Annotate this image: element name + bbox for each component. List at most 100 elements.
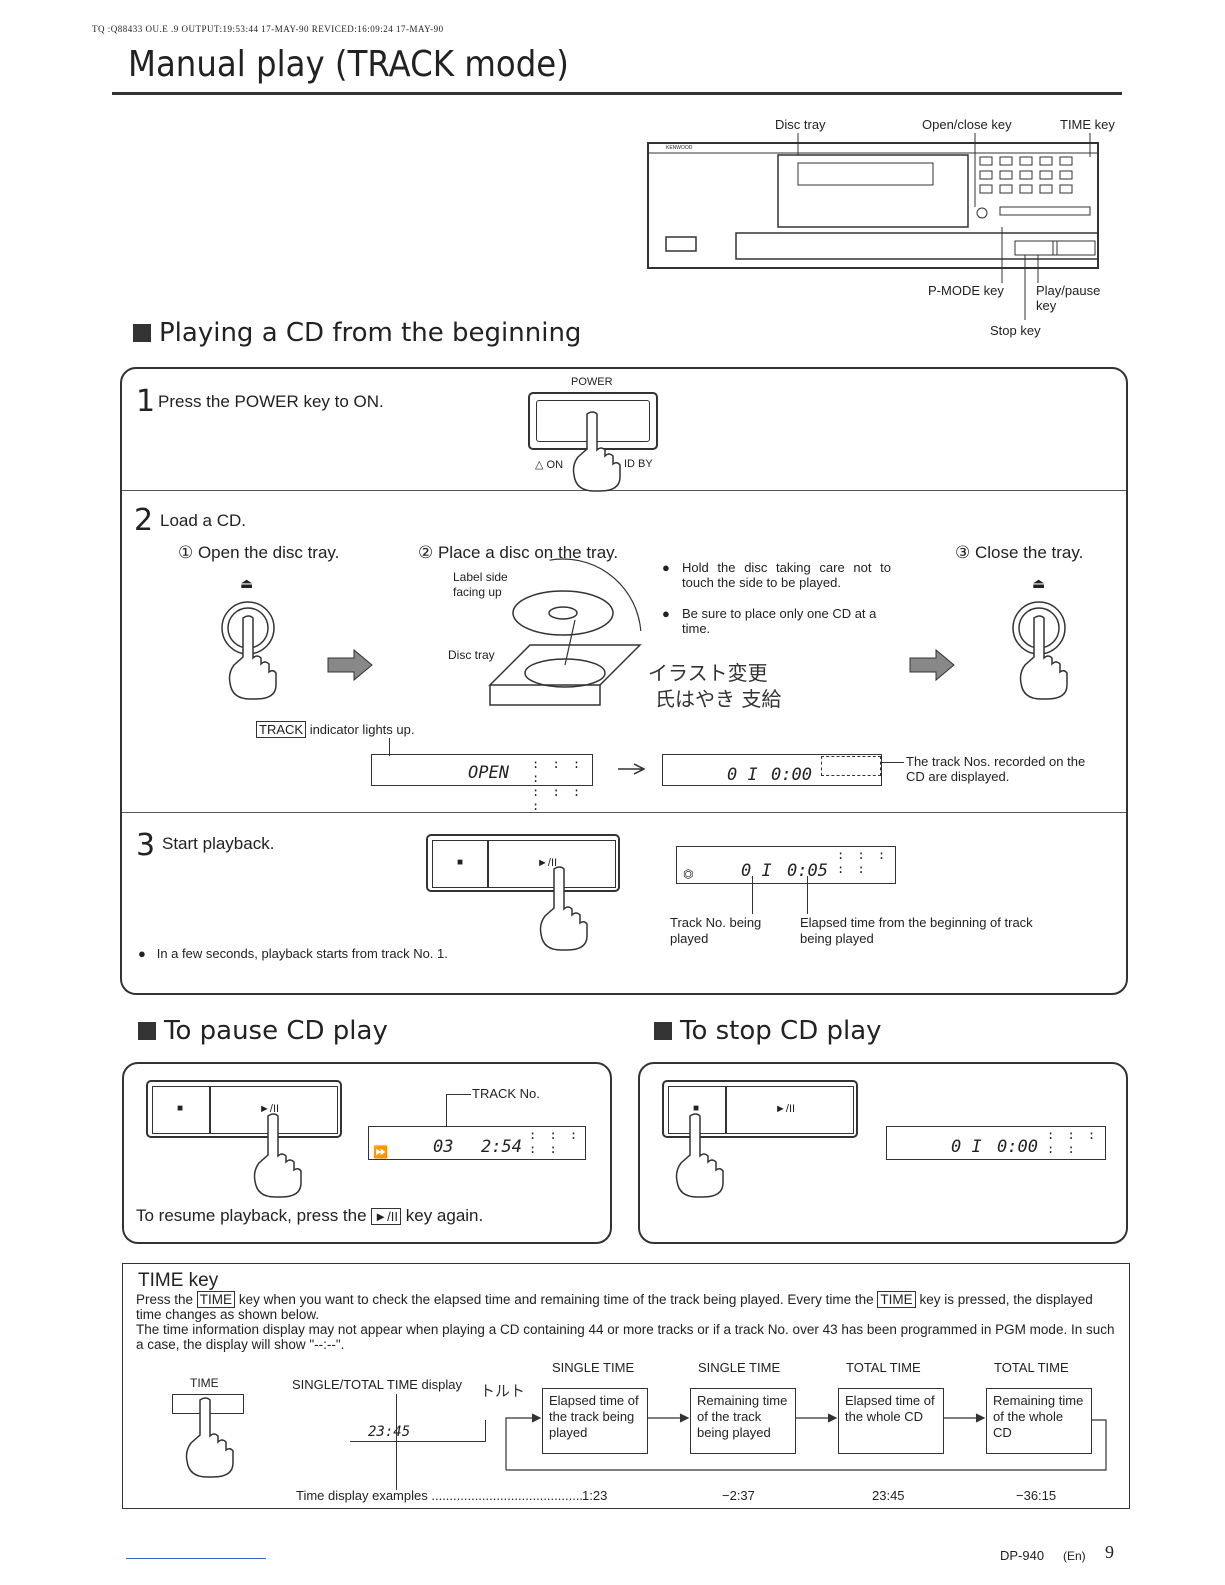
example-3: 23:45 (872, 1488, 905, 1503)
resume-text: To resume playback, press the ►/II key a… (136, 1206, 484, 1225)
pointing-hand-icon-5 (675, 1113, 724, 1198)
disc-tray-note: Disc tray (448, 648, 495, 662)
power-on-label: △ ON (535, 459, 564, 471)
section-bullet-icon (654, 1022, 672, 1040)
track-no-leader (752, 876, 753, 914)
lcd-track-list: 0 I 0:00 (662, 754, 882, 786)
section-stop-title: To stop CD play (680, 1016, 882, 1046)
track-indicator-note: TRACK indicator lights up. (256, 721, 414, 738)
step3-number: 3 (136, 828, 156, 863)
example-4: −36:15 (1016, 1488, 1057, 1503)
stop-key[interactable]: ■ (152, 1086, 210, 1134)
open-close-key-label: Open/close key (922, 117, 1012, 132)
footer-lang: (En) (1063, 1549, 1086, 1563)
indicator-line (389, 738, 390, 756)
play-pause-key[interactable]: ►/II (726, 1086, 854, 1134)
eject-icon-2: ⏏ (1032, 575, 1046, 591)
section-playing-heading: Playing a CD from the beginning (133, 318, 581, 348)
pointing-hand-icon-3 (539, 866, 588, 951)
track-no-label: TRACK No. (472, 1086, 540, 1101)
label-side-note: Label side facing up (453, 570, 508, 599)
time-key-panel (122, 1263, 1130, 1509)
pointing-hand-icon-4 (253, 1113, 302, 1198)
stop-key[interactable]: ■ (432, 840, 488, 888)
mode-head-3: TOTAL TIME (846, 1360, 921, 1375)
step1-number: 1 (136, 384, 156, 419)
bullet-1: ● Hold the disc taking care not to touch… (662, 560, 891, 590)
time-key-paragraph-2: The time information display may not app… (136, 1322, 1115, 1352)
time-button-label: TIME (190, 1376, 219, 1390)
mode-box-2: Remaining time of the track being played (690, 1388, 796, 1454)
step-divider-1 (122, 490, 1126, 491)
close-button-hand (1012, 601, 1068, 700)
example-2: −2:37 (722, 1488, 755, 1503)
header-meta: TQ :Q88433 OU.E .9 OUTPUT:19:53:44 17-MA… (92, 24, 444, 34)
footer-model: DP-940 (1000, 1548, 1045, 1563)
page-number: 9 (1105, 1542, 1114, 1562)
track-no-leader-pause (446, 1094, 471, 1127)
time-key-heading: TIME key (138, 1270, 219, 1291)
stop-play-keys: ■ ►/II (426, 834, 620, 892)
display-leader (396, 1394, 397, 1490)
arrow-right-icon-1 (327, 648, 373, 682)
play-pause-key[interactable]: ►/II (488, 840, 616, 888)
time-key-paragraph-1: Press the TIME key when you want to chec… (136, 1291, 1093, 1322)
step3-note: ● In a few seconds, playback starts from… (138, 946, 448, 961)
step2-sub2: ② Place a disc on the tray. (418, 543, 619, 562)
mode-head-1: SINGLE TIME (552, 1360, 635, 1375)
stop-key-label: Stop key (990, 323, 1041, 338)
player-illustration (647, 133, 1099, 320)
section-playing-title: Playing a CD from the beginning (159, 318, 582, 348)
lcd-playing: ⏣ 0 I 0:05 : : : : : (676, 846, 896, 884)
mode-head-2: SINGLE TIME (698, 1360, 781, 1375)
elapsed-time-label: Elapsed time from the beginning of track… (800, 915, 1033, 946)
stop-panel (638, 1062, 1128, 1244)
section-stop-heading: To stop CD play (654, 1016, 882, 1046)
section-bullet-icon (138, 1022, 156, 1040)
pointing-hand-icon (572, 411, 621, 492)
lcd-time-display: 23:45 (350, 1420, 486, 1442)
open-close-button-hand (221, 601, 277, 700)
lcd-paused: ⏩ 03 2:54 : : : : : (368, 1126, 586, 1160)
playing-panel (120, 367, 1128, 995)
lcd-open: OPEN : : : :: : : : (371, 754, 593, 813)
track-nos-leader (882, 762, 904, 763)
examples-label: Time display examples ..................… (296, 1488, 584, 1503)
eject-icon-1: ⏏ (240, 575, 254, 591)
step-divider-2 (122, 812, 1126, 813)
arrow-right-icon-2 (909, 648, 955, 682)
track-no-being-played-label: Track No. being played (670, 915, 762, 946)
section-pause-heading: To pause CD play (138, 1016, 388, 1046)
pause-keys: ■ ►/II (146, 1080, 342, 1138)
footer-link-line (126, 1558, 266, 1559)
step3-text: Start playback. (162, 834, 275, 853)
step2-sub1: ① Open the disc tray. (178, 543, 340, 562)
example-1: 1:23 (582, 1488, 608, 1503)
arrow-right-small-icon (618, 763, 646, 775)
mode-box-1: Elapsed time of the track being played (542, 1388, 648, 1454)
lcd-stopped: 0 I 0:00 : : : : : (886, 1126, 1106, 1160)
track-nos-note: The track Nos. recorded on the CD are di… (906, 754, 1086, 784)
step2-number: 2 (134, 503, 154, 538)
handwritten-note-1: イラスト変更 (648, 661, 768, 685)
step2-text: Load a CD. (160, 511, 246, 530)
pointing-hand-icon-6 (185, 1397, 234, 1478)
title-rule (112, 92, 1122, 95)
section-bullet-icon (133, 324, 151, 342)
disc-tray-label: Disc tray (775, 117, 826, 132)
disc-tray-illustration (484, 558, 642, 716)
mode-box-3: Elapsed time of the whole CD (838, 1388, 944, 1454)
step1-text: Press the POWER key to ON. (158, 392, 384, 411)
time-key-label: TIME key (1060, 117, 1115, 132)
page-title: Manual play (TRACK mode) (128, 44, 569, 85)
pause-panel (122, 1062, 612, 1244)
step2-sub3: ③ Close the tray. (955, 543, 1084, 562)
mode-box-4: Remaining time of the whole CD (986, 1388, 1092, 1454)
elapsed-leader (807, 876, 808, 914)
bullet-2: ● Be sure to place only one CD at a time… (662, 606, 877, 636)
play-pause-key-label: Play/pause key (1036, 283, 1101, 313)
mode-head-4: TOTAL TIME (994, 1360, 1069, 1375)
mode-cycle-arrows (505, 1413, 1107, 1471)
resume-key[interactable]: ►/II (371, 1208, 401, 1225)
brand-label: KENWOOD (666, 145, 693, 151)
